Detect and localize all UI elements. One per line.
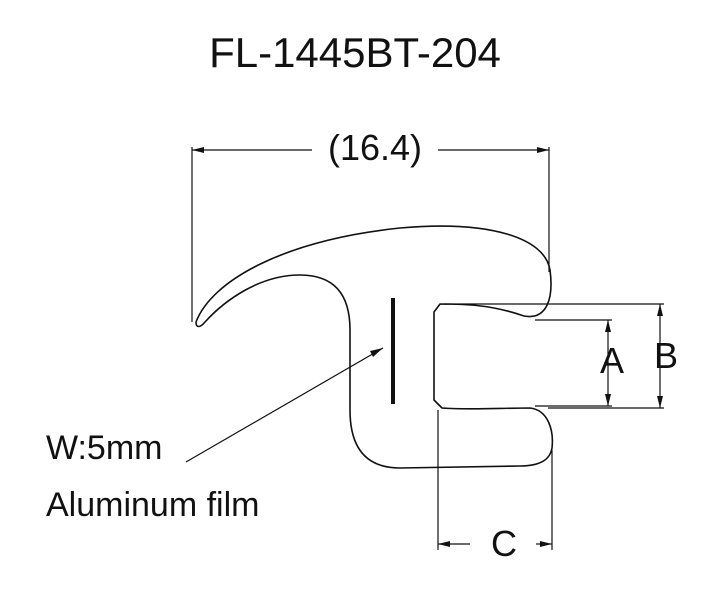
film-width-note: W:5mm [46,429,162,467]
film-material-note: Aluminum film [46,486,259,524]
dimension-b [444,303,664,409]
dimension-a [535,319,612,407]
dimension-b-label: B [654,335,678,376]
dimension-c-label: C [491,523,517,564]
seal-profile-outline [195,225,554,469]
part-number-title: FL-1445BT-204 [209,29,501,76]
film-leader-line [185,347,384,463]
dimension-c [437,410,553,550]
dimension-a-label: A [600,340,624,381]
overall-width-dimension [191,147,550,322]
overall-width-label: (16.4) [328,127,422,168]
